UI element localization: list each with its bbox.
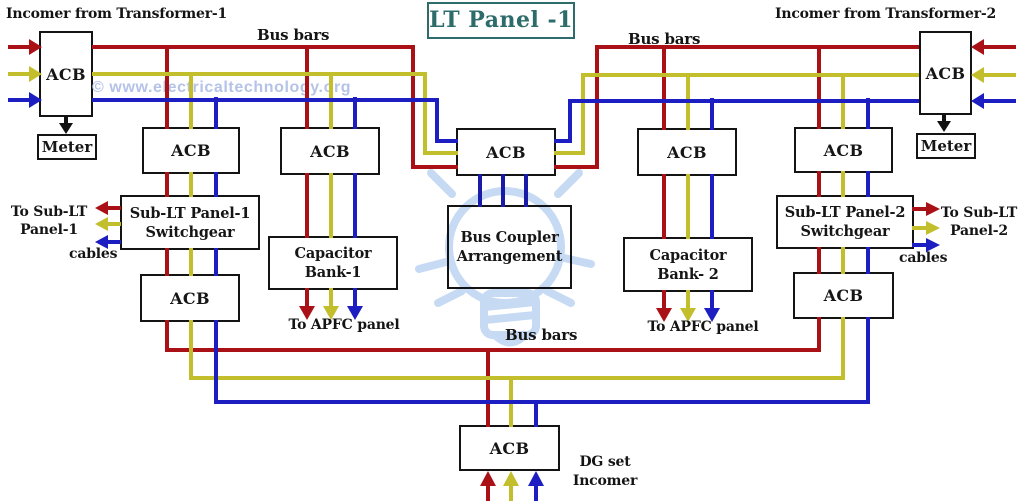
acb-box-capacitor-1: ACB bbox=[280, 127, 380, 175]
meter-box-1: Meter bbox=[37, 134, 97, 160]
watermark-text: © www.electricaltechnology.org bbox=[92, 79, 352, 96]
acb-box-incomer-1: ACB bbox=[39, 31, 93, 117]
to-apfc-panel-left-label: To APFC panel bbox=[288, 317, 400, 333]
cables-left-label: cables bbox=[69, 246, 118, 262]
bus-bars-right-label: Bus bars bbox=[628, 30, 701, 48]
phase-blue-wires bbox=[8, 92, 1016, 501]
bus-bars-left-label: Bus bars bbox=[257, 26, 330, 44]
incomer-transformer-1-label: Incomer from Transformer-1 bbox=[6, 6, 228, 22]
bus-bars-bottom-label: Bus bars bbox=[505, 326, 578, 344]
acb-box-left-feeder-bottom: ACB bbox=[140, 274, 240, 322]
page-title: LT Panel -1 bbox=[427, 2, 575, 39]
acb-box-incomer-2: ACB bbox=[919, 31, 972, 115]
phase-red-wires bbox=[8, 39, 1016, 501]
incomer-transformer-2-label: Incomer from Transformer-2 bbox=[775, 6, 997, 22]
meter-box-2: Meter bbox=[916, 133, 976, 159]
acb-box-right-feeder-top: ACB bbox=[794, 127, 893, 173]
to-apfc-panel-right-label: To APFC panel bbox=[647, 319, 759, 335]
cables-right-label: cables bbox=[899, 250, 948, 266]
bus-coupler-link-wires bbox=[478, 174, 528, 207]
meter-arrows bbox=[59, 114, 951, 134]
phase-yellow-wires bbox=[8, 66, 1016, 501]
